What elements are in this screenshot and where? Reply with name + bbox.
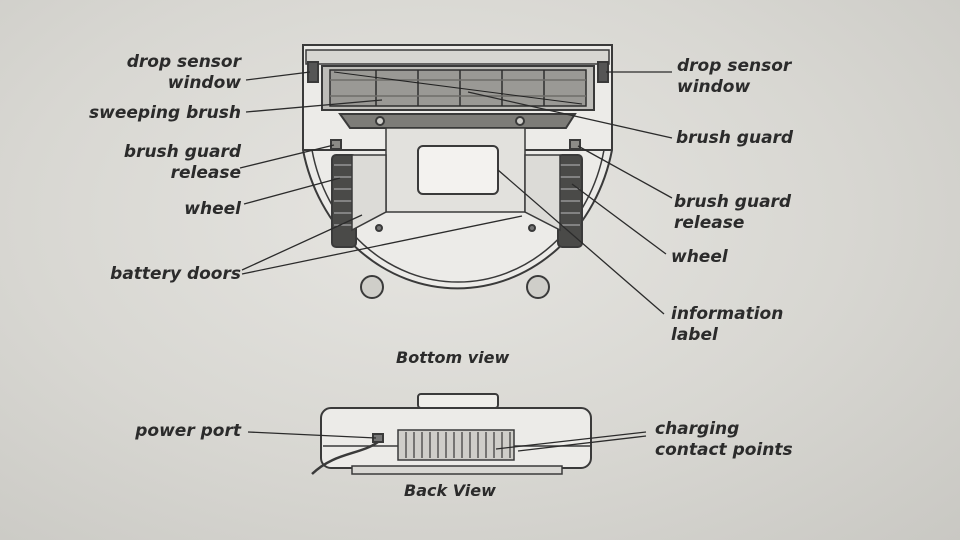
label-line: label [671, 325, 718, 345]
label-information-label: information label [671, 304, 783, 346]
label-power-port: power port [135, 421, 241, 441]
label-charging-contact-points: charging contact points [655, 419, 793, 461]
caster-right [526, 275, 550, 299]
label-line: release [674, 213, 745, 233]
caption-bottom-view: Bottom view [396, 348, 510, 367]
label-line: brush guard [123, 142, 241, 162]
back-view-base [351, 465, 563, 475]
label-drop-sensor-window-left: drop sensor window [127, 52, 241, 94]
label-battery-doors: battery doors [110, 264, 241, 284]
sweeping-brush [329, 69, 587, 107]
caster-left [360, 275, 384, 299]
power-cord [311, 440, 379, 475]
bumper-strip [305, 49, 610, 65]
label-line: charging [655, 419, 740, 439]
caption-back-view: Back View [404, 481, 496, 500]
label-line: information [671, 304, 784, 324]
label-line: window [167, 73, 241, 93]
label-line: window [677, 77, 751, 97]
battery-door-left [351, 154, 387, 232]
brush-guard [338, 113, 577, 129]
label-wheel-left: wheel [184, 199, 241, 219]
label-sweeping-brush: sweeping brush [89, 103, 241, 123]
label-line: contact points [655, 440, 793, 460]
information-label-plate [417, 145, 499, 195]
label-line: drop sensor [677, 56, 792, 76]
label-wheel-right: wheel [671, 247, 728, 267]
label-brush-guard-release-right: brush guard release [674, 192, 791, 234]
label-line: brush guard [674, 192, 792, 212]
label-drop-sensor-window-right: drop sensor window [677, 56, 791, 98]
brush-guard-release-right [569, 139, 581, 150]
back-view-top-handle [417, 393, 499, 409]
back-view-vent [397, 429, 515, 461]
label-brush-guard-release-left: brush guard release [124, 142, 241, 184]
brush-guard-release-left [330, 139, 342, 150]
label-line: release [170, 163, 241, 183]
label-brush-guard: brush guard [676, 128, 794, 148]
label-line: drop sensor [126, 52, 241, 72]
